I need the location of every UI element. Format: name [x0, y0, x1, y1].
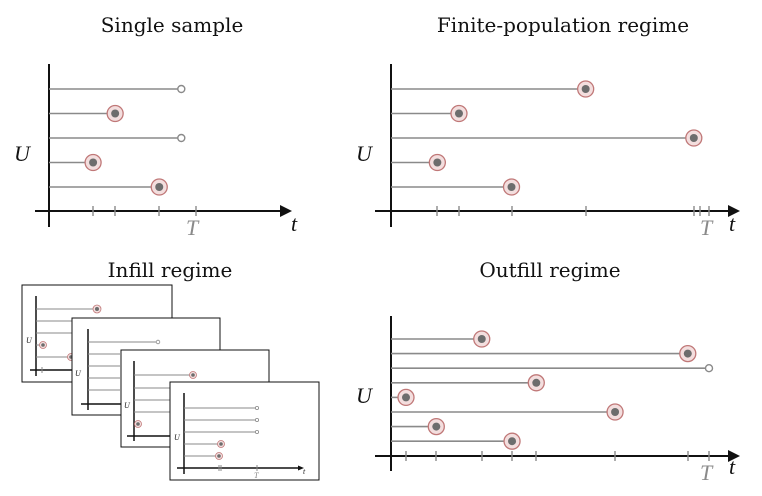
- event-dot: [689, 134, 698, 142]
- y-axis-label: U: [174, 433, 181, 442]
- y-axis-label: U: [14, 141, 32, 166]
- censor-circle: [177, 84, 186, 94]
- event-dot: [507, 183, 516, 191]
- event-dot: [508, 437, 517, 446]
- event-dot: [217, 454, 221, 458]
- event-dot: [155, 183, 164, 191]
- panel-outfill: Outfill regime U t T: [356, 258, 740, 485]
- y-axis-label: U: [75, 369, 82, 378]
- panel-title: Single sample: [101, 13, 244, 37]
- censor-circle: [155, 339, 161, 345]
- panel-infill: Infill regime: [21, 258, 320, 481]
- event-dot: [532, 378, 541, 387]
- infill-card-4: U t T: [169, 381, 320, 481]
- event-dot: [402, 393, 410, 402]
- event-dot: [89, 158, 98, 167]
- lifelines: [391, 330, 714, 461]
- panel-title: Outfill regime: [479, 258, 620, 282]
- event-dot: [41, 343, 45, 347]
- event-dot: [581, 85, 590, 93]
- x-axis-label: t: [729, 211, 736, 236]
- x-axis-arrow: [280, 205, 292, 217]
- event-dot: [433, 158, 442, 167]
- event-dot: [219, 442, 223, 446]
- censor-circle: [254, 405, 259, 410]
- censor-circle: [177, 133, 186, 143]
- censor-circle: [254, 417, 259, 422]
- horizon-label: T: [700, 215, 714, 240]
- y-axis-label: U: [356, 141, 374, 166]
- card-frame: [169, 381, 320, 481]
- event-dot: [683, 349, 692, 358]
- y-axis-label: U: [26, 336, 33, 345]
- horizon-label: T: [254, 471, 259, 480]
- event-dot: [477, 335, 486, 343]
- horizon-label: T: [700, 460, 714, 485]
- event-dot: [191, 373, 195, 377]
- panel-title: Finite-population regime: [437, 13, 689, 37]
- event-dot: [95, 307, 99, 311]
- y-axis-label: U: [124, 401, 131, 410]
- censor-circle: [704, 364, 714, 373]
- x-axis-arrow: [728, 450, 740, 462]
- event-dot: [611, 408, 620, 416]
- x-axis-label: t: [291, 211, 298, 236]
- lifelines: [49, 84, 197, 216]
- horizon-label: T: [186, 215, 200, 240]
- y-axis-label: U: [356, 383, 374, 408]
- event-dot: [432, 422, 441, 431]
- lifelines: [391, 80, 710, 216]
- panel-single-sample: Single sample U t T: [14, 13, 298, 240]
- x-axis-label: t: [303, 467, 306, 476]
- x-axis-arrow: [728, 205, 740, 217]
- event-dot: [136, 422, 140, 426]
- event-dot: [454, 109, 463, 118]
- panel-title: Infill regime: [108, 258, 233, 282]
- x-axis-label: t: [729, 454, 736, 479]
- panel-finite-population: Finite-population regime U t T: [356, 13, 740, 240]
- x-axis-arrow: [298, 465, 304, 471]
- event-dot: [111, 109, 120, 118]
- censor-circle: [254, 429, 259, 434]
